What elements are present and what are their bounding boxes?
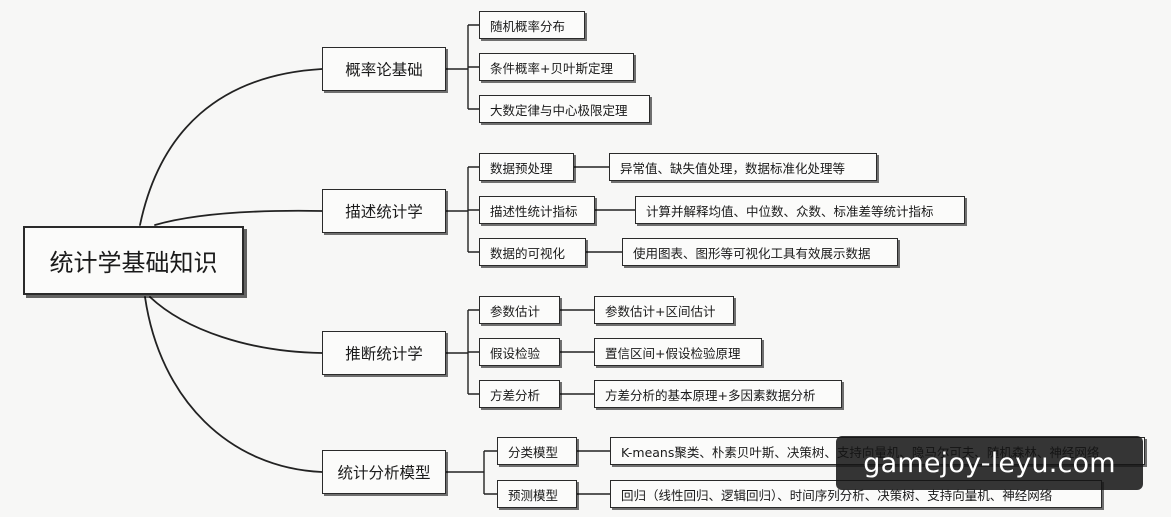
branch-probability: 概率论基础	[322, 47, 446, 91]
watermark-text: gamejoy-leyu.com	[863, 447, 1116, 479]
watermark: gamejoy-leyu.com	[836, 436, 1143, 490]
node-classification-model: 分类模型	[497, 437, 577, 465]
node-hypothesis-test: 假设检验	[479, 338, 560, 366]
detail-parameter-estimation: 参数估计+区间估计	[594, 296, 734, 324]
node-conditional-bayes: 条件概率+贝叶斯定理	[479, 53, 634, 81]
detail-hypothesis-test: 置信区间+假设检验原理	[594, 338, 762, 366]
node-parameter-estimation: 参数估计	[479, 296, 560, 324]
root-node: 统计学基础知识	[23, 226, 244, 295]
branch-label: 概率论基础	[345, 61, 423, 79]
node-visualization: 数据的可视化	[479, 238, 586, 266]
node-anova: 方差分析	[479, 380, 560, 408]
node-large-numbers-clt: 大数定律与中心极限定理	[479, 95, 650, 123]
detail-visualization: 使用图表、图形等可视化工具有效展示数据	[622, 238, 898, 266]
branch-descriptive: 描述统计学	[322, 189, 446, 233]
branch-label: 统计分析模型	[337, 464, 431, 482]
branch-label: 描述统计学	[345, 203, 423, 221]
node-prediction-model: 预测模型	[497, 480, 577, 508]
detail-descriptive-indicators: 计算并解释均值、中位数、众数、标准差等统计指标	[635, 196, 965, 224]
root-label: 统计学基础知识	[49, 249, 218, 277]
node-random-distribution: 随机概率分布	[479, 11, 585, 39]
branch-inferential: 推断统计学	[322, 331, 446, 375]
node-descriptive-indicators: 描述性统计指标	[479, 196, 595, 224]
detail-preprocessing: 异常值、缺失值处理，数据标准化处理等	[609, 153, 877, 181]
branch-models: 统计分析模型	[322, 450, 446, 494]
node-preprocessing: 数据预处理	[479, 153, 574, 181]
detail-anova: 方差分析的基本原理+多因素数据分析	[594, 380, 842, 408]
branch-label: 推断统计学	[345, 345, 423, 363]
